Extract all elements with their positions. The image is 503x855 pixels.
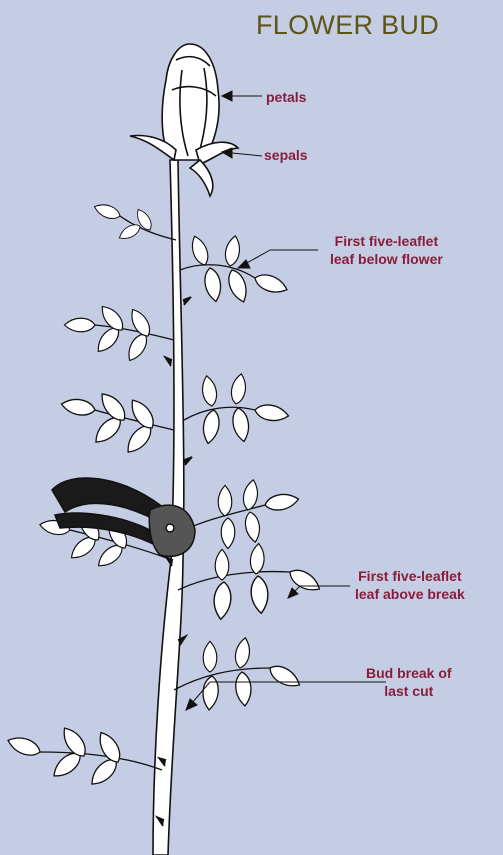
label-petals: petals [266, 88, 306, 106]
label-line-2: leaf above break [355, 585, 465, 603]
label-line-2: leaf below flower [330, 250, 443, 268]
label-line-1: First five-leaflet [330, 232, 443, 250]
label-line-1: Bud break of [366, 664, 452, 682]
label-line-1: First five-leaflet [355, 567, 465, 585]
label-five-leaflet-below-flower: First five-leaflet leaf below flower [330, 232, 443, 268]
label-five-leaflet-above-break: First five-leaflet leaf above break [355, 567, 465, 603]
diagram-title: FLOWER BUD [256, 10, 439, 41]
label-bud-break: Bud break of last cut [366, 664, 452, 700]
label-line-2: last cut [366, 682, 452, 700]
label-sepals: sepals [264, 146, 308, 164]
flower-bud [130, 44, 238, 196]
